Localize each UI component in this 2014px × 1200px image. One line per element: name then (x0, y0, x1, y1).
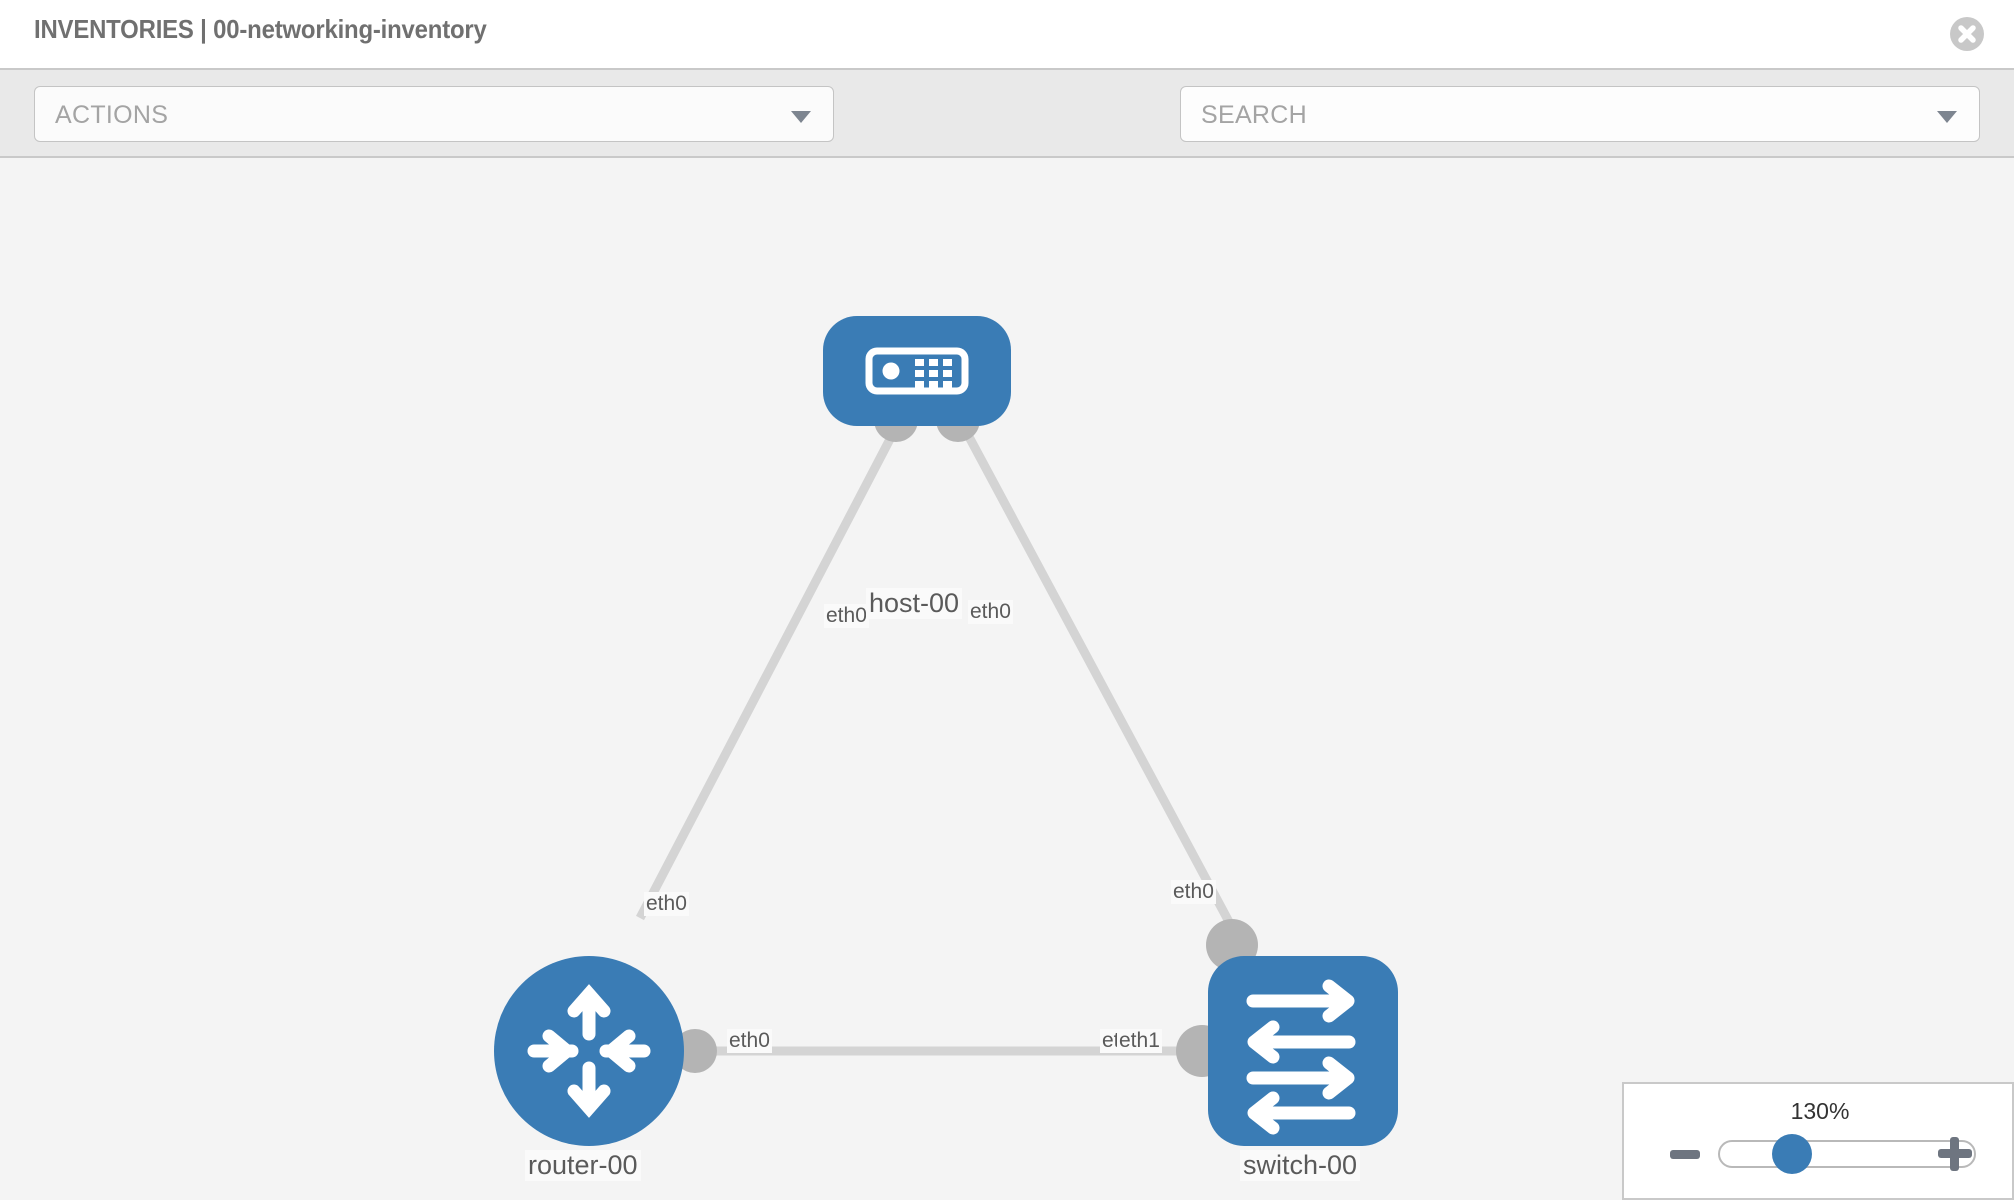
close-icon (1958, 25, 1976, 43)
node-label-router-00: router-00 (525, 1150, 641, 1181)
actions-dropdown[interactable]: ACTIONS (34, 86, 834, 142)
page-header: INVENTORIES | 00-networking-inventory (0, 0, 2014, 68)
zoom-level-label: 130% (1790, 1098, 1850, 1124)
link-host-switch (956, 417, 1239, 936)
zoom-control-panel: 130% (1622, 1082, 2014, 1200)
search-input[interactable]: SEARCH (1180, 86, 1980, 142)
node-label-host-00: host-00 (866, 588, 963, 619)
server-icon (865, 347, 969, 395)
zoom-out-button[interactable] (1670, 1150, 1700, 1159)
link-host-router (636, 417, 904, 921)
router-arrows-icon (527, 984, 651, 1118)
chevron-down-icon (791, 111, 811, 123)
iface-label: eth0 (644, 892, 689, 916)
node-switch-00[interactable] (1208, 956, 1398, 1146)
iface-label: eth0 (824, 604, 869, 628)
zoom-slider-track[interactable] (1718, 1140, 1976, 1168)
iface-label: eth0 (968, 600, 1013, 624)
iface-label: eth0 (727, 1029, 772, 1053)
zoom-in-button[interactable] (1938, 1137, 1972, 1171)
close-button[interactable] (1950, 17, 1984, 51)
zoom-slider-thumb[interactable] (1772, 1134, 1812, 1174)
actions-dropdown-value: ACTIONS (55, 101, 169, 129)
node-label-switch-00: switch-00 (1240, 1150, 1361, 1181)
switch-arrows-icon (1246, 979, 1356, 1135)
node-router-00[interactable] (494, 956, 684, 1146)
topology-connectors (673, 398, 1258, 1077)
topology-links (636, 417, 1239, 1056)
chevron-down-icon (1937, 111, 1957, 123)
node-host-00[interactable] (823, 316, 1011, 426)
page-title: INVENTORIES | 00-networking-inventory (34, 14, 487, 44)
topology-graph (494, 316, 1398, 1146)
iface-label: eth0 (1171, 880, 1216, 904)
search-input-value: SEARCH (1201, 101, 1307, 129)
topology-canvas[interactable]: eth0 host-00 eth0 eth0 eth0 eth0 eth0 et… (0, 158, 2014, 1200)
iface-label: eth1 (1117, 1029, 1162, 1053)
connector-router-right (673, 1029, 717, 1073)
toolbar: ACTIONS SEARCH (0, 68, 2014, 202)
